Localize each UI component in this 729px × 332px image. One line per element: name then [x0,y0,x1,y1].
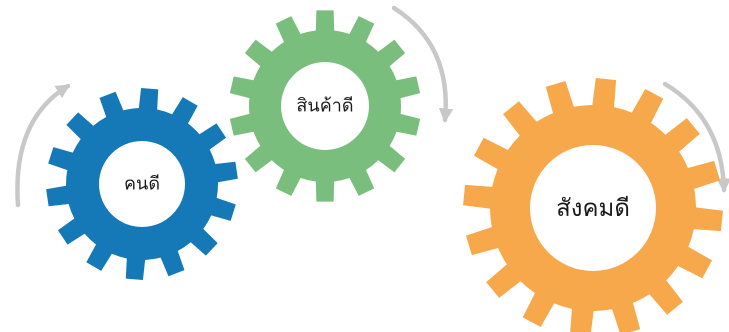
gear-product-label: สินค้าดี [296,96,353,117]
gear-product-center [281,62,369,150]
gear-product: สินค้าดี [229,10,421,202]
cycle-arrow-top [391,5,454,123]
gear-people: คนดี [46,88,238,280]
gear-people-label: คนดี [124,174,160,195]
gear-society: สังคมดี [463,78,723,332]
cycle-arrow-right [662,81,729,193]
gear-society-label: สังคมดี [556,194,630,222]
gear-society-center [530,145,656,271]
cycle-arrow-left [15,83,71,208]
gear-people-center [99,141,185,227]
